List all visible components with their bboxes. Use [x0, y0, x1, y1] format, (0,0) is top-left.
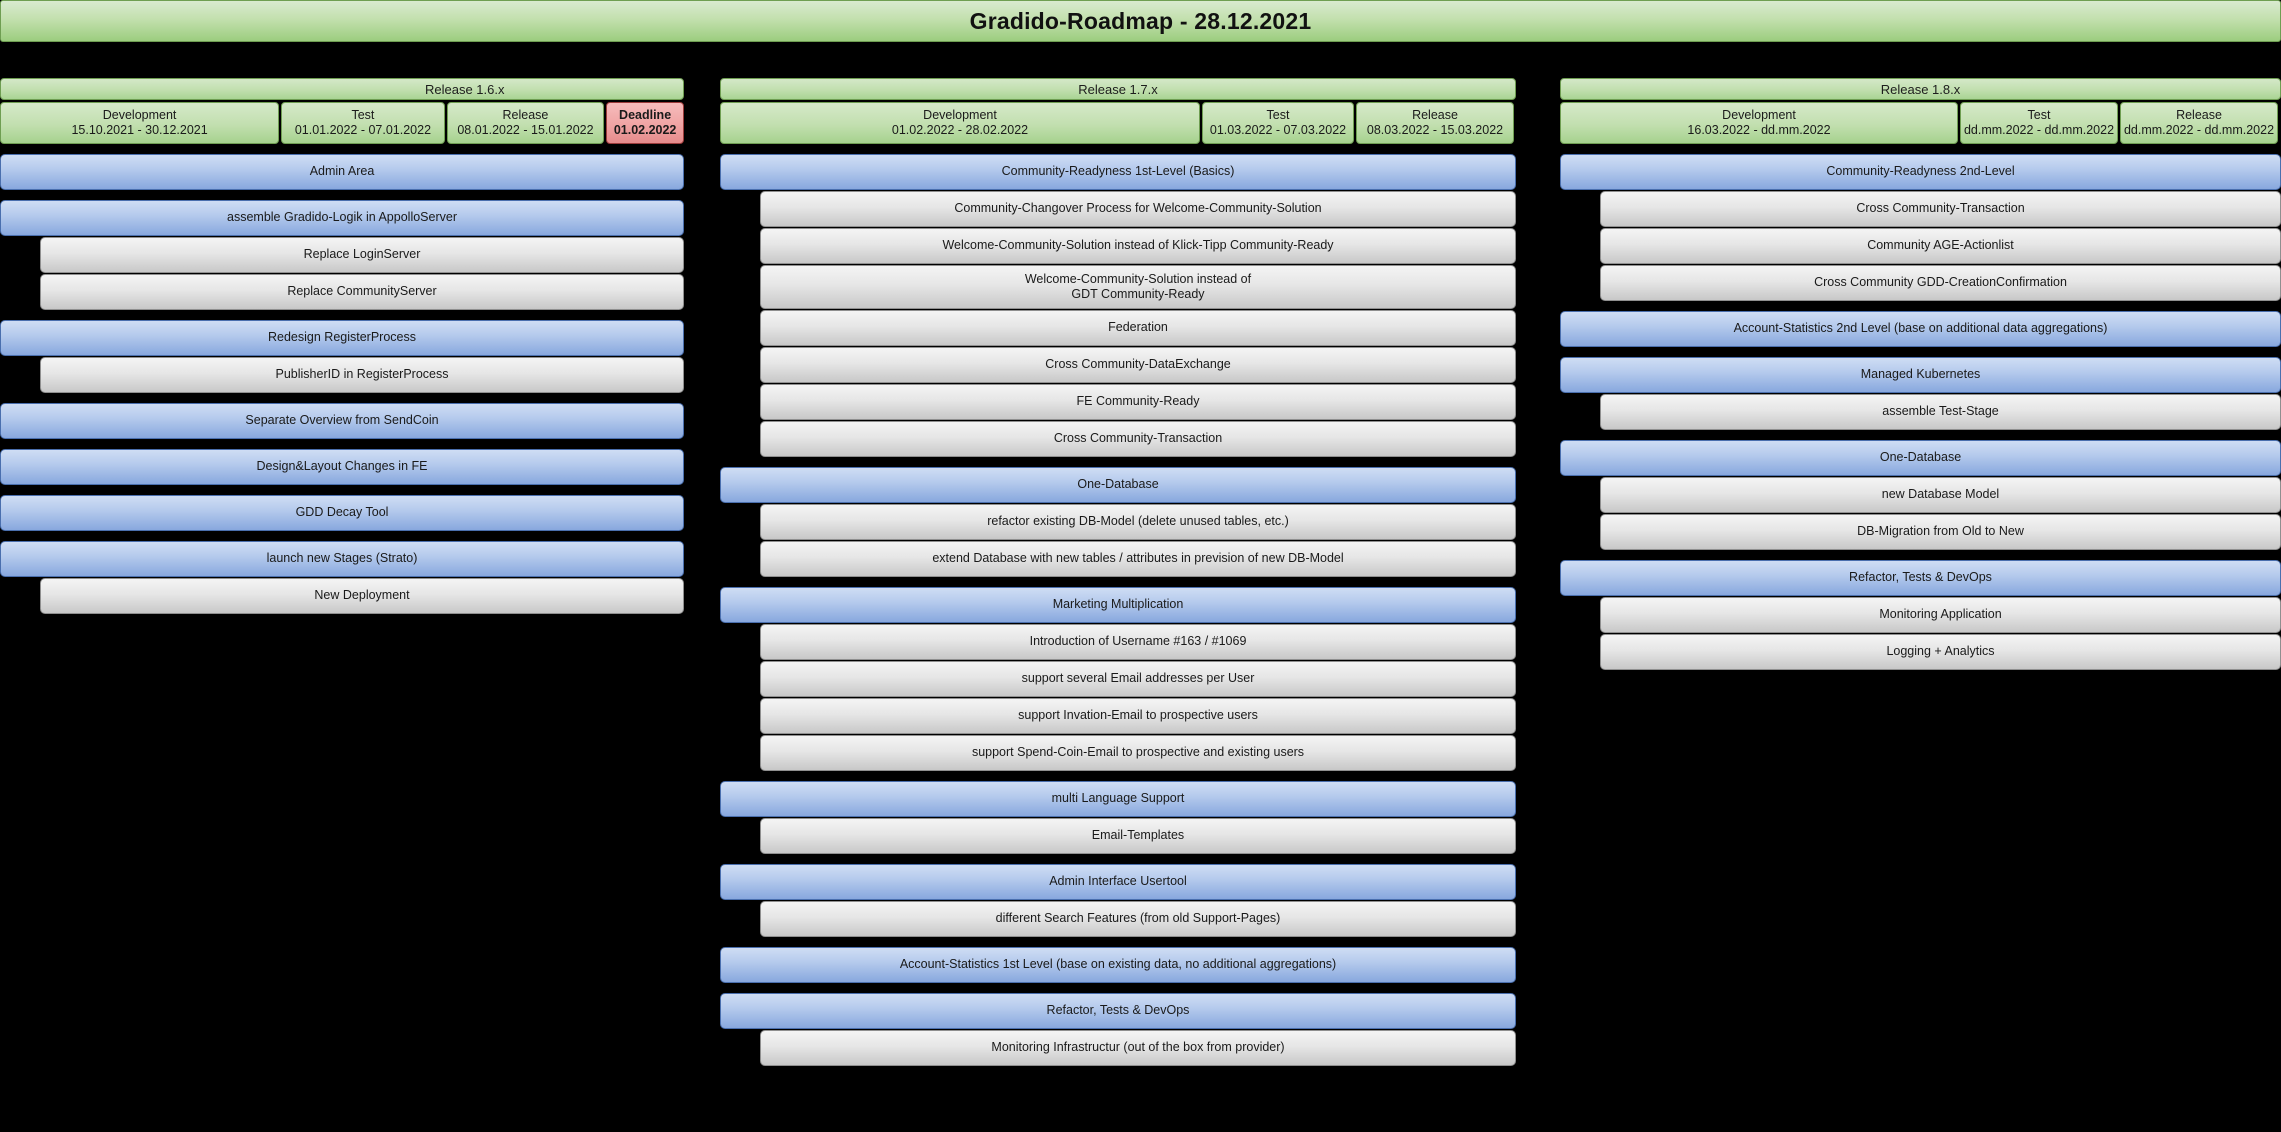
phase-dates: 01.01.2022 - 07.01.2022 — [294, 123, 432, 137]
task-child[interactable]: New Deployment — [40, 578, 684, 614]
task-child[interactable]: extend Database with new tables / attrib… — [760, 541, 1516, 577]
phase-name: Release — [1412, 107, 1458, 122]
page-title: Gradido-Roadmap - 28.12.2021 — [969, 7, 1312, 34]
task-child[interactable]: Community-Changover Process for Welcome-… — [760, 191, 1516, 227]
task-parent[interactable]: assemble Gradido-Logik in AppolloServer — [0, 200, 684, 236]
phase-name: Test — [1266, 107, 1290, 122]
task-child[interactable]: support Spend-Coin-Email to prospective … — [760, 735, 1516, 771]
release-header-release-1-7-x: Release 1.7.x — [720, 78, 1516, 100]
task-child[interactable]: DB-Migration from Old to New — [1600, 514, 2281, 550]
phase-dates: 08.01.2022 - 15.01.2022 — [457, 123, 594, 137]
phase-dates: 01.02.2022 - 28.02.2022 — [891, 123, 1029, 137]
task-parent[interactable]: One-Database — [720, 467, 1516, 503]
phase-dates: 16.03.2022 - dd.mm.2022 — [1687, 123, 1831, 137]
task-child[interactable]: Cross Community GDD-CreationConfirmation — [1600, 265, 2281, 301]
release-name: Release 1.6.x — [425, 81, 505, 97]
phase-dates: 01.03.2022 - 07.03.2022 — [1209, 123, 1347, 137]
release-header-release-1-8-x: Release 1.8.x — [1560, 78, 2281, 100]
task-parent[interactable]: Refactor, Tests & DevOps — [720, 993, 1516, 1029]
task-parent[interactable]: Separate Overview from SendCoin — [0, 403, 684, 439]
release-name: Release 1.7.x — [1078, 81, 1158, 97]
page-title-bar: Gradido-Roadmap - 28.12.2021 — [0, 0, 2281, 42]
phase-dates: dd.mm.2022 - dd.mm.2022 — [1963, 123, 2115, 137]
task-list: Community-Readyness 1st-Level (Basics)Co… — [720, 154, 1516, 1066]
task-child[interactable]: Monitoring Infrastructur (out of the box… — [760, 1030, 1516, 1066]
task-parent[interactable]: GDD Decay Tool — [0, 495, 684, 531]
task-parent[interactable]: Community-Readyness 1st-Level (Basics) — [720, 154, 1516, 190]
task-child[interactable]: assemble Test-Stage — [1600, 394, 2281, 430]
task-child[interactable]: FE Community-Ready — [760, 384, 1516, 420]
task-child-line: GDT Community-Ready — [1071, 287, 1205, 301]
task-parent[interactable]: Admin Interface Usertool — [720, 864, 1516, 900]
phase-dates: dd.mm.2022 - dd.mm.2022 — [2123, 123, 2275, 137]
phase-name: Test — [351, 107, 375, 122]
task-child[interactable]: Welcome-Community-Solution instead of Kl… — [760, 228, 1516, 264]
task-child[interactable]: Federation — [760, 310, 1516, 346]
phase-name: Development — [923, 107, 997, 122]
phase-name: Release — [2176, 107, 2222, 122]
release-header-release-1-6-x: Release 1.6.x — [0, 78, 684, 100]
task-child[interactable]: Email-Templates — [760, 818, 1516, 854]
task-parent[interactable]: Marketing Multiplication — [720, 587, 1516, 623]
phase-dates: 01.02.2022 — [613, 123, 677, 137]
task-child[interactable]: Replace LoginServer — [40, 237, 684, 273]
phase-name: Release — [502, 107, 549, 122]
task-parent[interactable]: Community-Readyness 2nd-Level — [1560, 154, 2281, 190]
phase-name: Deadline — [619, 107, 672, 122]
task-child[interactable]: Replace CommunityServer — [40, 274, 684, 310]
task-child[interactable]: new Database Model — [1600, 477, 2281, 513]
task-child[interactable]: Logging + Analytics — [1600, 634, 2281, 670]
task-parent[interactable]: Design&Layout Changes in FE — [0, 449, 684, 485]
release-name: Release 1.8.x — [1880, 81, 1961, 97]
task-parent[interactable]: Redesign RegisterProcess — [0, 320, 684, 356]
phase-name: Development — [1722, 107, 1796, 122]
task-parent[interactable]: Admin Area — [0, 154, 684, 190]
task-child[interactable]: Cross Community-Transaction — [1600, 191, 2281, 227]
task-child[interactable]: Introduction of Username #163 / #1069 — [760, 624, 1516, 660]
task-child[interactable]: support Invation-Email to prospective us… — [760, 698, 1516, 734]
task-parent[interactable]: Refactor, Tests & DevOps — [1560, 560, 2281, 596]
task-child[interactable]: Community AGE-Actionlist — [1600, 228, 2281, 264]
phase-name: Development — [102, 107, 177, 122]
phase-dates: 15.10.2021 - 30.12.2021 — [71, 123, 208, 137]
task-list: Admin Area assemble Gradido-Logik in Appo… — [0, 154, 684, 614]
task-child[interactable]: refactor existing DB-Model (delete unuse… — [760, 504, 1516, 540]
task-child[interactable]: different Search Features (from old Supp… — [760, 901, 1516, 937]
task-parent[interactable]: One-Database — [1560, 440, 2281, 476]
task-parent[interactable]: Account-Statistics 2nd Level (base on ad… — [1560, 311, 2281, 347]
task-parent[interactable]: multi Language Support — [720, 781, 1516, 817]
task-child[interactable]: Monitoring Application — [1600, 597, 2281, 633]
task-child[interactable]: PublisherID in RegisterProcess — [40, 357, 684, 393]
task-child[interactable]: Cross Community-DataExchange — [760, 347, 1516, 383]
task-parent[interactable]: Managed Kubernetes — [1560, 357, 2281, 393]
task-child-line: Welcome-Community-Solution instead of — [1024, 271, 1252, 286]
phase-dates: 08.03.2022 - 15.03.2022 — [1366, 123, 1504, 137]
task-child[interactable]: support several Email addresses per User — [760, 661, 1516, 697]
task-child[interactable]: Cross Community-Transaction — [760, 421, 1516, 457]
task-parent[interactable]: launch new Stages (Strato) — [0, 541, 684, 577]
task-parent[interactable]: Account-Statistics 1st Level (base on ex… — [720, 947, 1516, 983]
phase-name: Test — [2027, 107, 2051, 122]
